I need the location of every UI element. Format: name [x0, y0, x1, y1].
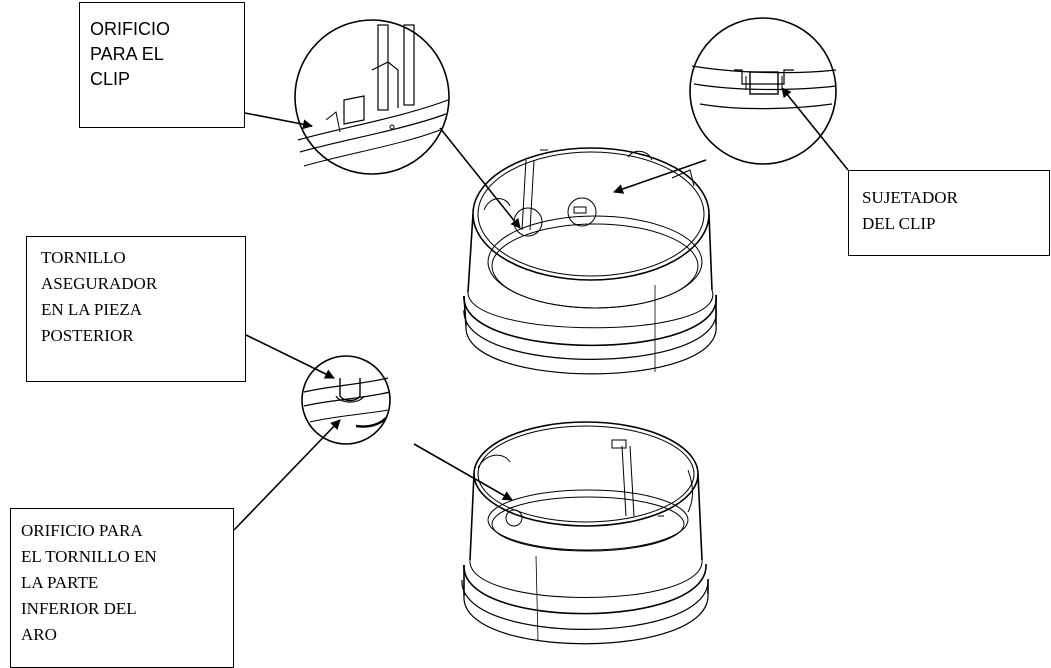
detail-clip-hole [294, 19, 450, 175]
callout-clip-hole: ORIFICIO PARA EL CLIP [79, 2, 245, 128]
upper-ring [463, 147, 717, 375]
callout-ring-screw-hole: ORIFICIO PARA EL TORNILLO EN LA PARTE IN… [10, 508, 234, 668]
callout-clip-holder-label: SUJETADOR DEL CLIP [862, 188, 958, 233]
callout-ring-screw-hole-label: ORIFICIO PARA EL TORNILLO EN LA PARTE IN… [21, 521, 157, 644]
callout-rear-screw-label: TORNILLO ASEGURADOR EN LA PIEZA POSTERIO… [41, 248, 158, 345]
callout-clip-holder: SUJETADOR DEL CLIP [848, 170, 1050, 256]
detail-clip-holder [689, 17, 837, 165]
callout-clip-hole-label: ORIFICIO PARA EL CLIP [90, 19, 170, 89]
lower-ring [461, 421, 709, 645]
callout-rear-screw: TORNILLO ASEGURADOR EN LA PIEZA POSTERIO… [26, 236, 246, 382]
detail-screw [301, 355, 391, 445]
leader-lines [233, 87, 849, 531]
